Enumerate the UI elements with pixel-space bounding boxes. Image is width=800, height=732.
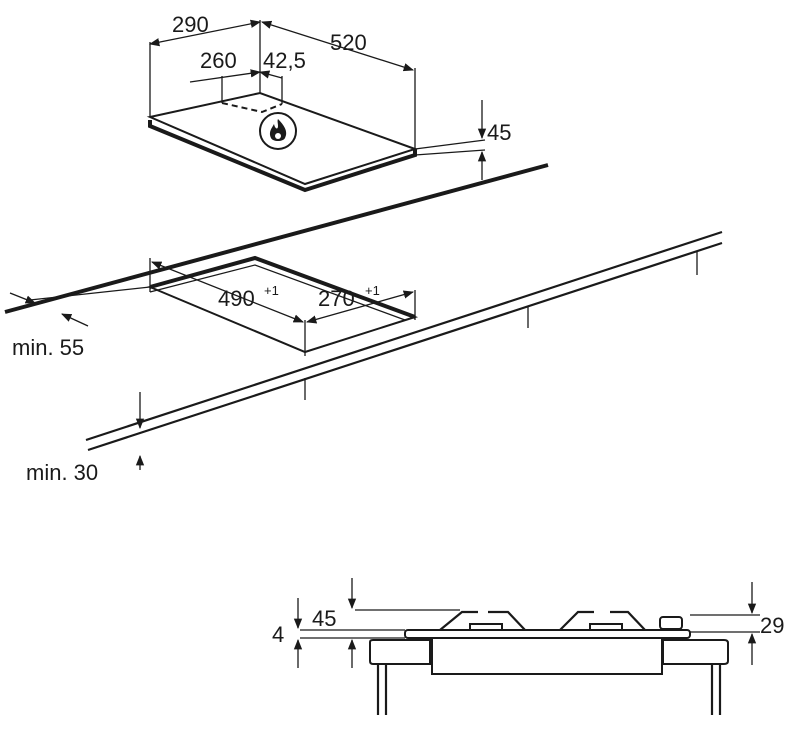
worktop-3d-view: 490 +1 270 +1 min. 55 min. 30 [4,163,723,485]
side-worktop [369,639,431,665]
dim-side-4: 4 [272,622,284,647]
dim-490-tolerance: +1 [264,283,279,298]
worktop-front-edge [85,230,723,442]
dim-520: 520 [330,30,367,55]
dim-min-55: min. 55 [12,335,84,360]
side-knob [659,616,683,630]
hob-side-view: 45 4 29 [272,578,784,715]
dim-hob-45: 45 [487,120,511,145]
side-hob-body [431,633,663,675]
dim-270: 270 [318,286,355,311]
hob-hidden-outline [221,102,283,114]
hob-3d-view: 290 520 260 42,5 45 [146,12,511,193]
dim-490: 490 [218,286,255,311]
pan-support-left [439,610,526,631]
pan-support-right [559,610,646,631]
dim-270-tolerance: +1 [365,283,380,298]
gas-flame-icon [259,112,297,150]
side-glass-plate [404,629,691,639]
worktop-cutout [146,256,419,354]
worktop-back-edge [4,163,549,314]
dim-min-30: min. 30 [26,460,98,485]
dim-side-29: 29 [760,613,784,638]
dim-side-45: 45 [312,606,336,631]
dim-260: 260 [200,48,237,73]
dim-290: 290 [172,12,209,37]
dim-42-5: 42,5 [263,48,306,73]
